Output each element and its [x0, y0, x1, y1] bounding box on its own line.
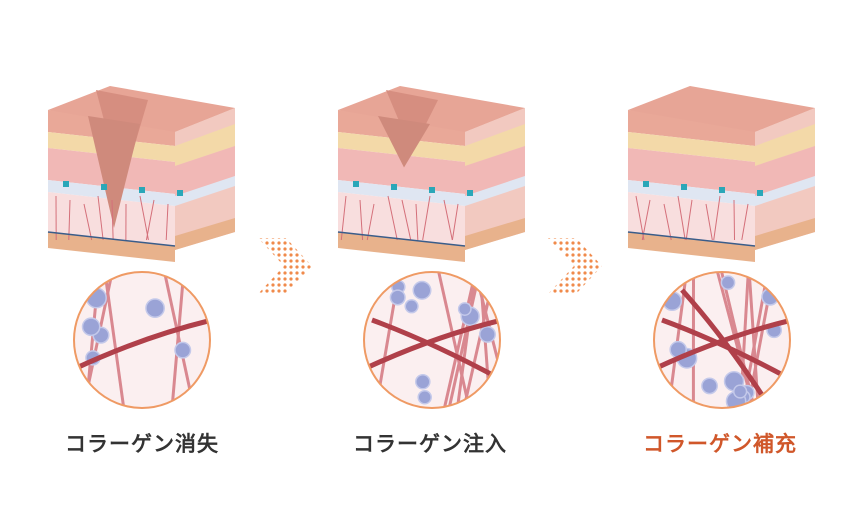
cell	[415, 373, 431, 390]
collagen-fiber	[680, 288, 765, 397]
collagen-fiber	[661, 317, 790, 383]
cell	[701, 377, 718, 395]
cell	[81, 317, 101, 337]
cell	[417, 390, 432, 405]
collagen-magnified-circle-2	[363, 271, 501, 409]
collagen-magnified-circle-3	[653, 265, 802, 415]
cell	[457, 302, 472, 316]
thin-collagen-fiber	[446, 272, 483, 408]
collagen-magnified-circle-1	[73, 271, 211, 409]
cell	[389, 289, 406, 306]
skin-block-2	[337, 86, 525, 262]
dotted-chevron-right-icon-2	[548, 238, 602, 294]
cell	[720, 275, 736, 290]
dotted-chevron-right-icon-1	[258, 238, 312, 294]
collagen-fiber	[364, 317, 500, 373]
stage-label-injection: コラーゲン注入	[353, 431, 507, 456]
thin-collagen-fiber	[455, 272, 479, 408]
collagen-fiber	[74, 317, 210, 373]
thin-collagen-fiber	[169, 272, 186, 408]
stage-label-replenish: コラーゲン補充	[643, 431, 797, 456]
cell	[412, 280, 432, 300]
thin-collagen-fiber	[792, 265, 802, 415]
stage-label-loss: コラーゲン消失	[65, 431, 219, 456]
cell	[478, 325, 496, 343]
skin-block-1	[47, 86, 235, 262]
cell	[174, 341, 192, 359]
cell	[733, 384, 748, 399]
collagen-fiber	[371, 317, 500, 383]
thin-collagen-fiber	[441, 272, 479, 408]
thin-collagen-fiber	[435, 272, 473, 408]
cell	[145, 298, 165, 318]
thin-collagen-fiber	[102, 272, 127, 408]
cell	[404, 299, 419, 314]
skin-block-3	[627, 86, 815, 262]
